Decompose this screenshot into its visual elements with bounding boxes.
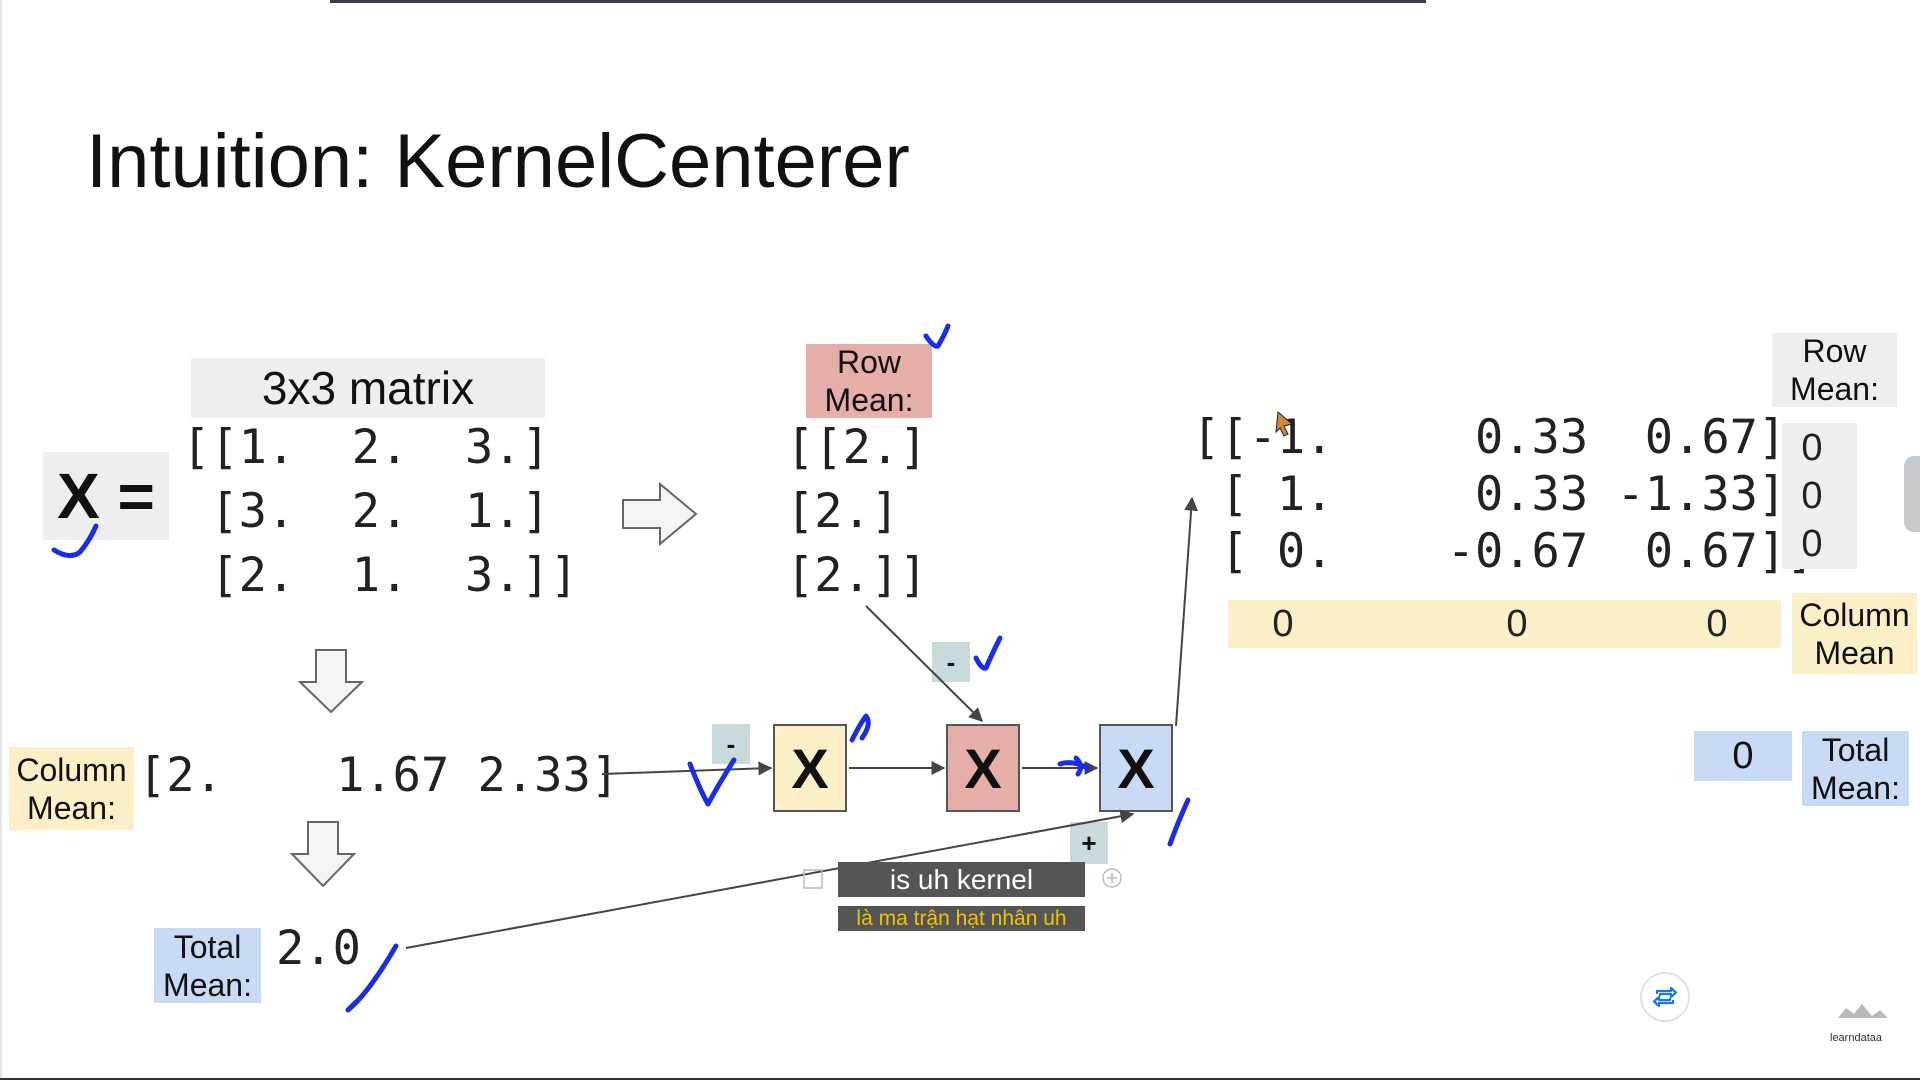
result-matrix-row-1: [[-1. 0.33 0.67] bbox=[1192, 410, 1787, 465]
slide-title: Intuition: KernelCenterer bbox=[86, 119, 910, 204]
check-mark-icon bbox=[687, 757, 737, 807]
check-mark-icon bbox=[973, 635, 1003, 671]
top-progress-bar bbox=[330, 0, 1426, 3]
hollow-arrow-down-icon bbox=[289, 821, 357, 888]
x-matrix-row-2: [3. 2. 1.] bbox=[182, 484, 550, 539]
x-equals-label: X = bbox=[43, 452, 169, 540]
caption-vietnamese: là ma trận hạt nhân uh bbox=[838, 906, 1085, 931]
total-mean-label: Total Mean: bbox=[154, 928, 261, 1003]
result-column-mean-3: 0 bbox=[1706, 603, 1728, 645]
subtract-row-mean-op: - bbox=[932, 642, 970, 682]
column-mean-values: [2. 1.67 2.33] bbox=[138, 748, 620, 803]
result-row-mean-1: 0 bbox=[1801, 427, 1823, 469]
result-column-mean-1: 0 bbox=[1272, 603, 1294, 645]
matrix-label: 3x3 matrix bbox=[191, 358, 545, 418]
row-mean-row-3: [2.]] bbox=[786, 548, 928, 603]
connector-x3-to-result bbox=[1175, 496, 1199, 727]
hollow-arrow-down-icon bbox=[297, 649, 365, 714]
bottom-edge-bar bbox=[0, 1078, 1920, 1080]
logo-icon bbox=[1838, 1004, 1888, 1018]
check-mark-icon bbox=[51, 523, 99, 558]
x-node-column-step: X bbox=[773, 724, 847, 812]
side-panel-handle[interactable] bbox=[1904, 456, 1920, 532]
expand-icon bbox=[803, 869, 823, 889]
brand-logo-text: learndataa bbox=[1830, 1032, 1882, 1044]
x-matrix-row-1: [[1. 2. 3.] bbox=[182, 420, 550, 475]
result-total-mean-value: 0 bbox=[1694, 731, 1792, 781]
check-mark-icon bbox=[1167, 797, 1191, 847]
connector-row-mean-to-x2 bbox=[865, 605, 983, 722]
row-mean-row-2: [2.] bbox=[786, 484, 900, 539]
check-mark-icon bbox=[1057, 755, 1091, 777]
repeat-icon bbox=[1652, 986, 1678, 1008]
connector-total-to-x3 bbox=[405, 809, 1135, 949]
result-matrix-row-2: [ 1. 0.33 -1.33] bbox=[1192, 467, 1787, 522]
result-total-mean-label: Total Mean: bbox=[1802, 731, 1909, 806]
check-mark-icon bbox=[345, 943, 399, 1013]
repeat-button[interactable] bbox=[1640, 972, 1690, 1022]
connector-column-to-x bbox=[601, 761, 773, 776]
result-row-mean-2: 0 bbox=[1801, 475, 1823, 517]
result-column-mean-2: 0 bbox=[1506, 603, 1528, 645]
check-mark-icon bbox=[849, 713, 871, 743]
row-mean-row-1: [[2.] bbox=[786, 420, 928, 475]
result-column-mean-label: Column Mean bbox=[1792, 593, 1917, 674]
check-mark-icon bbox=[923, 323, 951, 349]
row-mean-label: Row Mean: bbox=[806, 344, 932, 418]
result-column-mean-band: 0 0 0 bbox=[1228, 600, 1781, 648]
result-row-mean-values: 0 0 0 bbox=[1782, 423, 1857, 569]
caption-english: is uh kernel bbox=[838, 862, 1085, 897]
add-circle-icon bbox=[1102, 868, 1122, 888]
hollow-arrow-right-icon bbox=[622, 481, 698, 547]
result-row-mean-3: 0 bbox=[1801, 523, 1823, 565]
result-row-mean-label: Row Mean: bbox=[1772, 333, 1897, 407]
x-node-row-step: X bbox=[946, 724, 1020, 812]
x-node-total-step: X bbox=[1099, 724, 1173, 812]
add-total-mean-op: + bbox=[1070, 822, 1108, 864]
cursor-icon bbox=[1275, 410, 1294, 437]
total-mean-value: 2.0 bbox=[276, 921, 361, 976]
slide-left-edge bbox=[0, 0, 2, 1080]
handwritten-annotations bbox=[51, 323, 1191, 1013]
subtract-column-mean-op: - bbox=[712, 724, 750, 764]
x-matrix-row-3: [2. 1. 3.]] bbox=[182, 548, 579, 603]
column-mean-label: Column Mean: bbox=[9, 747, 134, 830]
